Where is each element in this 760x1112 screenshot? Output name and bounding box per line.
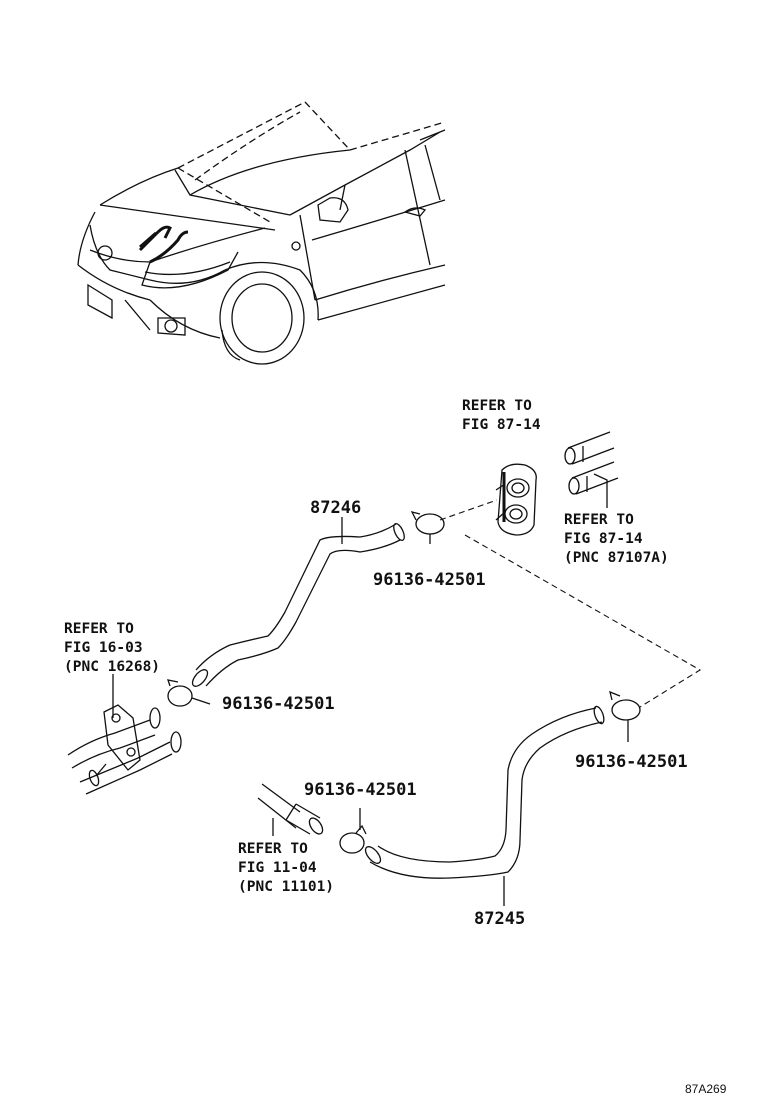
reference-line: REFER TO (238, 841, 308, 857)
reference-line: FIG 16-03 (64, 640, 143, 656)
reference-line: REFER TO (64, 621, 134, 637)
reference-line: REFER TO (462, 398, 532, 414)
leader-lines (112, 473, 608, 836)
clamp-number-upper: 96136-42501 (373, 570, 486, 590)
water-bypass-assembly (67, 704, 182, 795)
dashed-guides (439, 499, 702, 708)
part-number-87246: 87246 (310, 498, 361, 518)
reference-grommet: REFER TO FIG 87-14 (462, 398, 541, 433)
heater-grommet (495, 463, 537, 536)
hose-87245 (364, 705, 605, 879)
reference-line: FIG 11-04 (238, 860, 317, 876)
reference-line: FIG 87-14 (564, 531, 643, 547)
reference-line: FIG 87-14 (462, 417, 541, 433)
reference-heater-pipes: REFER TO FIG 87-14 (PNC 87107A) (564, 512, 669, 566)
heater-pipes (564, 431, 619, 495)
hose-87246 (191, 523, 405, 687)
clamp-right (609, 690, 641, 742)
clamp-number-right: 96136-42501 (575, 752, 688, 772)
figure-code: 87A269 (685, 1082, 727, 1096)
reference-line: (PNC 11101) (238, 879, 334, 895)
part-number-87245: 87245 (474, 909, 525, 929)
reference-water-bypass: REFER TO FIG 16-03 (PNC 16268) (64, 621, 160, 675)
clamp-number-left: 96136-42501 (222, 694, 335, 714)
reference-line: (PNC 87107A) (564, 550, 669, 566)
reference-line: (PNC 16268) (64, 659, 160, 675)
engine-pipe (257, 783, 324, 835)
reference-line: REFER TO (564, 512, 634, 528)
clamp-left (167, 679, 211, 707)
clamp-bottom (339, 808, 367, 854)
car-illustration (77, 101, 446, 365)
reference-engine-pipe: REFER TO FIG 11-04 (PNC 11101) (238, 841, 334, 895)
clamp-upper (410, 511, 445, 544)
part-leaders (341, 517, 505, 906)
clamp-number-bottom: 96136-42501 (304, 780, 417, 800)
